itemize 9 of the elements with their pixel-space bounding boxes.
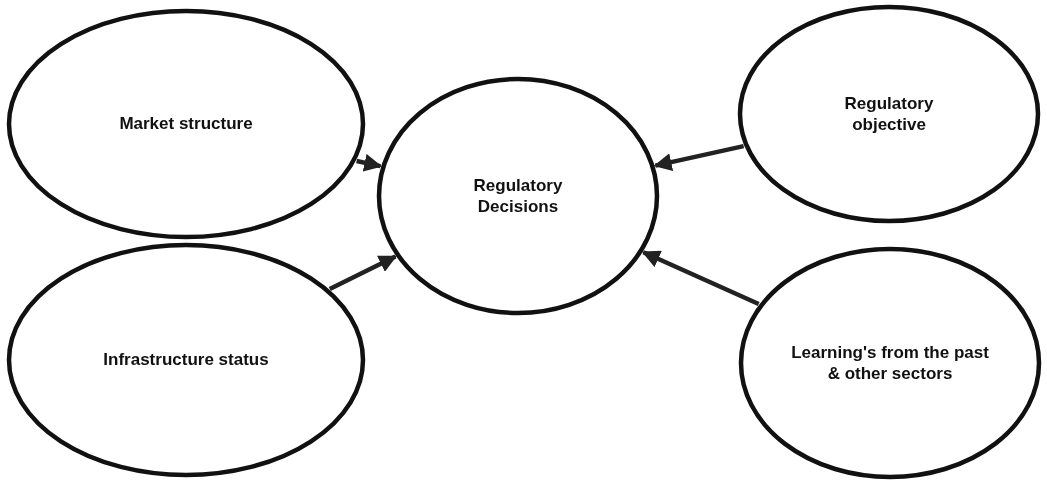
arrow — [356, 153, 383, 172]
arrow — [653, 143, 745, 171]
node-label: Market structure — [119, 113, 253, 135]
node-label: Infrastructure status — [103, 349, 269, 371]
node-label: Regulatory objective — [843, 92, 935, 136]
arrow — [328, 254, 397, 291]
arrow — [641, 250, 760, 307]
node-label: Regulatory Decisions — [472, 174, 564, 218]
node-label: Learning's from the past & other sectors — [790, 341, 990, 385]
